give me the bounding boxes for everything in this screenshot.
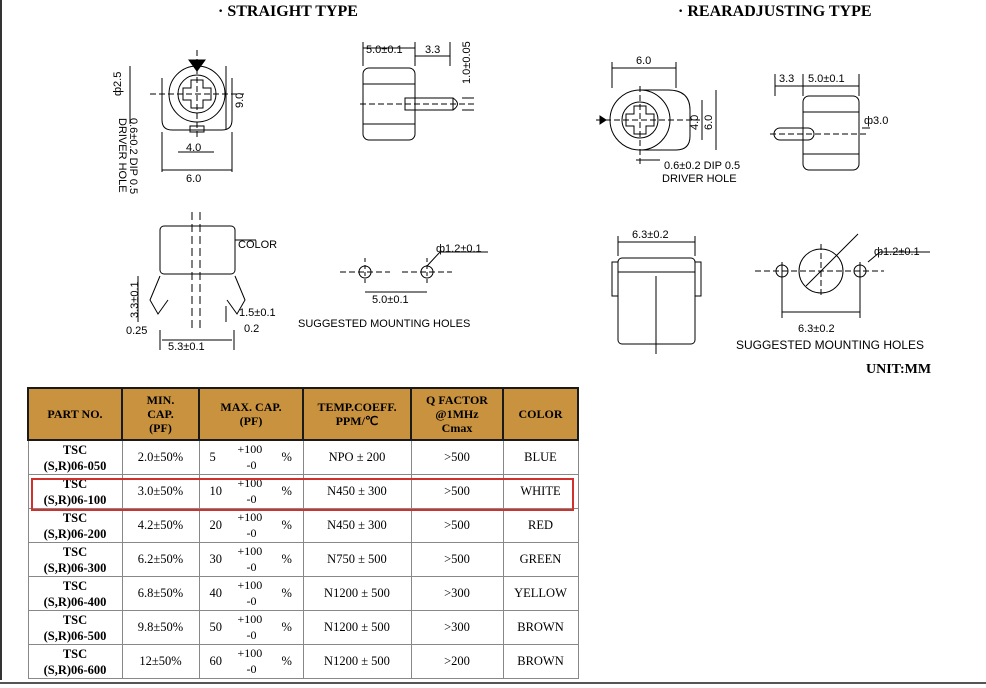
straight-color-label: COLOR	[238, 239, 277, 251]
max-cap-cell: 60+100-0%	[198, 644, 304, 679]
table-row: TSC(S,R)06-050 2.0±50% 5+100-0% NPO ± 20…	[27, 439, 579, 475]
q-factor-cell: >500	[410, 508, 504, 543]
straight-d40-label: 4.0	[186, 142, 201, 154]
color-cell: BLUE	[502, 439, 579, 475]
highlighted-row-outline	[31, 478, 574, 511]
part-number-cell: TSC(S,R)06-500	[27, 610, 123, 645]
color-cell: GREEN	[502, 542, 579, 577]
straight-side-d50-label: 5.0±0.1	[366, 44, 403, 56]
temp-coeff-cell: N1200 ± 500	[302, 610, 412, 645]
page-left-border	[0, 0, 2, 680]
straight-top-view	[129, 50, 244, 172]
straight-type-heading: · STRAIGHT TYPE	[218, 3, 358, 20]
readj-mount-caption: SUGGESTED MOUNTING HOLES	[736, 338, 924, 352]
color-cell: YELLOW	[502, 576, 579, 611]
straight-d60-label: 6.0	[186, 173, 201, 185]
temp-coeff-cell: N450 ± 300	[302, 508, 412, 543]
part-number-cell: TSC(S,R)06-600	[27, 644, 123, 679]
color-cell: BROWN	[502, 644, 579, 679]
readj-mount-phi12-label: ф1.2±0.1	[874, 246, 920, 258]
part-number-cell: TSC(S,R)06-200	[27, 508, 123, 543]
readj-top-d40-label: 4.0	[689, 115, 701, 130]
temp-coeff-cell: N750 ± 500	[302, 542, 412, 577]
straight-front-d02-label: 0.2	[244, 323, 259, 335]
min-cap-cell: 12±50%	[121, 644, 200, 679]
q-factor-cell: >300	[410, 610, 504, 645]
readjusting-type-heading: · REARADJUSTING TYPE	[678, 3, 872, 20]
readj-driver-label: DRIVER HOLE	[662, 173, 737, 185]
q-factor-cell: >500	[410, 542, 504, 577]
max-cap-cell: 50+100-0%	[198, 610, 304, 645]
header-max-cap: MAX. CAP. (PF)	[198, 387, 304, 441]
q-factor-cell: >500	[410, 439, 504, 475]
straight-side-d33-label: 3.3	[425, 44, 440, 56]
readj-side-d33-label: 3.3	[779, 73, 794, 85]
color-cell: BROWN	[502, 610, 579, 645]
straight-mount-caption: SUGGESTED MOUNTING HOLES	[298, 318, 470, 330]
straight-front-d53-label: 5.3±0.1	[168, 341, 205, 353]
table-row: TSC(S,R)06-500 9.8±50% 50+100-0% N1200 ±…	[27, 610, 579, 645]
readj-side-phi30-label: ф3.0	[864, 115, 888, 127]
unit-label: UNIT:MM	[866, 362, 932, 377]
readj-top-d60v-label: 6.0	[703, 115, 715, 130]
straight-front-d33-label: 3.3±0.1	[129, 281, 141, 318]
page-bottom-border	[0, 682, 986, 684]
min-cap-cell: 9.8±50%	[121, 610, 200, 645]
table-row: TSC(S,R)06-600 12±50% 60+100-0% N1200 ± …	[27, 644, 579, 679]
straight-mount-d50-label: 5.0±0.1	[372, 294, 409, 306]
color-cell: RED	[502, 508, 579, 543]
table-row: TSC(S,R)06-200 4.2±50% 20+100-0% N450 ± …	[27, 508, 579, 543]
temp-coeff-cell: N1200 ± 500	[302, 576, 412, 611]
readjusting-mounting-holes	[755, 233, 930, 318]
header-part-no: PART NO.	[27, 387, 123, 441]
table-header-row: PART NO. MIN. CAP. (PF) MAX. CAP. (PF) T…	[27, 387, 579, 441]
temp-coeff-cell: NPO ± 200	[302, 439, 412, 475]
readjusting-top-view	[596, 62, 717, 166]
min-cap-cell: 2.0±50%	[121, 439, 200, 475]
min-cap-cell: 6.8±50%	[121, 576, 200, 611]
specification-table: PART NO. MIN. CAP. (PF) MAX. CAP. (PF) T…	[27, 387, 579, 679]
straight-mount-phi12-label: ф1.2±0.1	[436, 243, 482, 255]
straight-phi25-label: ф2.5	[112, 72, 124, 96]
readj-side-d50-label: 5.0±0.1	[808, 73, 845, 85]
table-row: TSC(S,R)06-400 6.8±50% 40+100-0% N1200 ±…	[27, 576, 579, 611]
temp-coeff-cell: N1200 ± 500	[302, 644, 412, 679]
straight-driver-hole-label: DRIVER HOLE	[116, 118, 128, 193]
straight-side-view	[360, 42, 474, 141]
min-cap-cell: 6.2±50%	[121, 542, 200, 577]
q-factor-cell: >300	[410, 576, 504, 611]
header-color: COLOR	[502, 387, 579, 441]
min-cap-cell: 4.2±50%	[121, 508, 200, 543]
straight-front-d025-label: 0.25	[126, 325, 147, 337]
table-row: TSC(S,R)06-300 6.2±50% 30+100-0% N750 ± …	[27, 542, 579, 577]
readj-mount-d63-label: 6.3±0.2	[798, 323, 835, 335]
readjusting-side-view	[770, 74, 870, 171]
straight-mounting-holes	[340, 251, 488, 293]
straight-side-d10-label: 1.0±0.05	[461, 41, 473, 84]
readjusting-front-view	[611, 236, 702, 354]
max-cap-cell: 20+100-0%	[198, 508, 304, 543]
part-number-cell: TSC(S,R)06-050	[27, 439, 123, 475]
readj-driver-dims: 0.6±0.2 DIP 0.5	[664, 160, 740, 172]
max-cap-cell: 40+100-0%	[198, 576, 304, 611]
max-cap-cell: 5+100-0%	[198, 439, 304, 475]
header-min-cap: MIN. CAP. (PF)	[121, 387, 200, 441]
straight-d90-label: 9.0	[234, 93, 246, 108]
straight-front-d15-label: 1.5±0.1	[239, 307, 276, 319]
q-factor-cell: >200	[410, 644, 504, 679]
straight-driver-hole-dims: 0.6±0.2 DIP 0.5	[127, 118, 139, 194]
max-cap-cell: 30+100-0%	[198, 542, 304, 577]
part-number-cell: TSC(S,R)06-400	[27, 576, 123, 611]
header-temp-coeff: TEMP.COEFF. PPM/℃	[302, 387, 412, 441]
header-q-factor: Q FACTOR @1MHz Cmax	[410, 387, 504, 441]
part-number-cell: TSC(S,R)06-300	[27, 542, 123, 577]
readj-top-d60-label: 6.0	[636, 55, 651, 67]
technical-drawings: ф2.5 9.0 4.0 6.0 0.6±0.2 DIP 0.5 DRIVER …	[112, 41, 930, 354]
readj-front-d63-label: 6.3±0.2	[632, 229, 669, 241]
straight-front-view	[137, 212, 256, 350]
